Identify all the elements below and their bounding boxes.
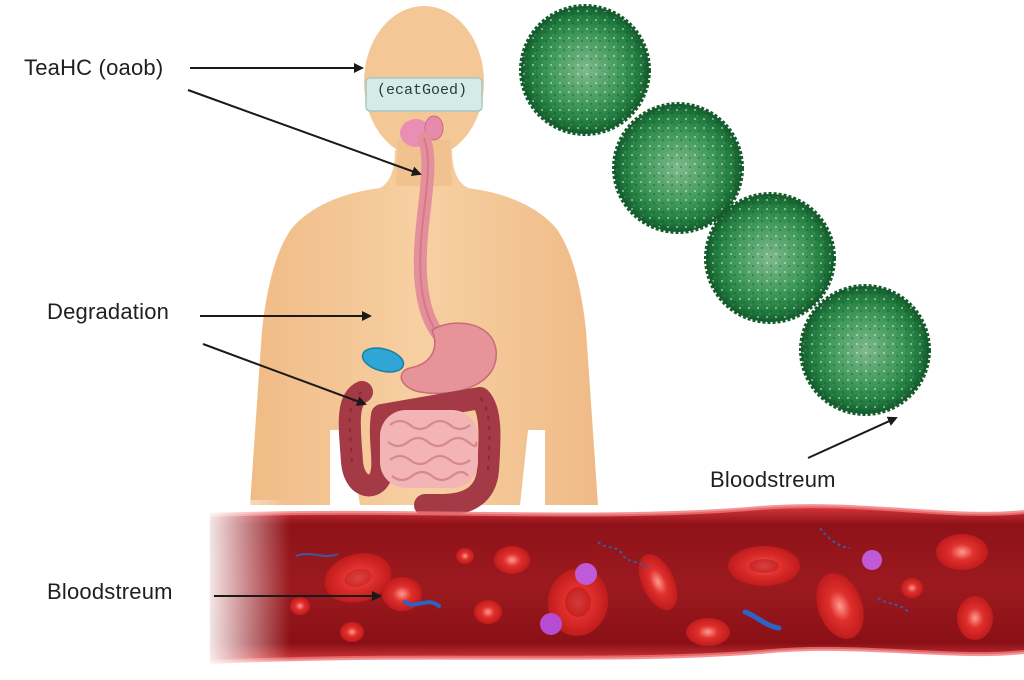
arrow-degradation-to-colon [202,343,367,406]
purple-cell [575,563,597,585]
red-blood-cell-icon [901,578,923,598]
green-particle-icon [612,102,744,234]
bloodstream-label-right: Bloodstreum [710,467,836,492]
red-blood-cell-icon [547,568,609,636]
blue-strand [819,527,909,613]
red-blood-cell-icon [638,553,678,611]
vessel-wall [210,506,1024,662]
blue-strand [403,600,441,608]
red-blood-cell-icon [456,548,474,564]
stomach [400,322,497,395]
red-blood-cell-icon [957,596,993,640]
blue-strand [742,609,782,631]
red-blood-cell-icon [340,622,364,642]
arrow-blood-to-particle [807,416,898,459]
human-body-icon [250,6,598,516]
green-particle-icon [799,284,931,416]
arrow-top-to-esophagus [187,89,422,176]
red-blood-cell-icon [382,577,422,611]
purple-cell [862,550,882,570]
eye-device [365,77,483,112]
red-blood-cell-icon [494,546,530,574]
device-label: (ecatGoed) [376,82,467,99]
red-blood-cell-icon [686,618,730,646]
blue-strand [295,553,339,557]
green-particle-icon [704,192,836,324]
purple-cell [540,613,562,635]
blue-strand [597,541,649,569]
red-blood-cell-icon [936,534,988,570]
small-intestine [380,410,478,488]
bloodstream-label-left: Bloodstreum [47,579,173,604]
degradation-label: Degradation [47,299,170,324]
red-blood-cell-icon [290,597,310,615]
red-blood-cell-icon [474,600,502,624]
red-blood-cell-icon [816,573,864,639]
green-particle-icon [519,4,651,136]
arrows [187,63,898,601]
particle-chain [519,4,931,416]
vessel-fade [200,500,290,670]
body-torso [250,150,598,505]
gallbladder [361,347,405,373]
red-blood-cell-icon [324,553,392,603]
blood-vessel-icon [200,500,1024,670]
red-blood-cell-icon [728,546,800,586]
top-label: TeaHC (oaob) [24,55,164,80]
